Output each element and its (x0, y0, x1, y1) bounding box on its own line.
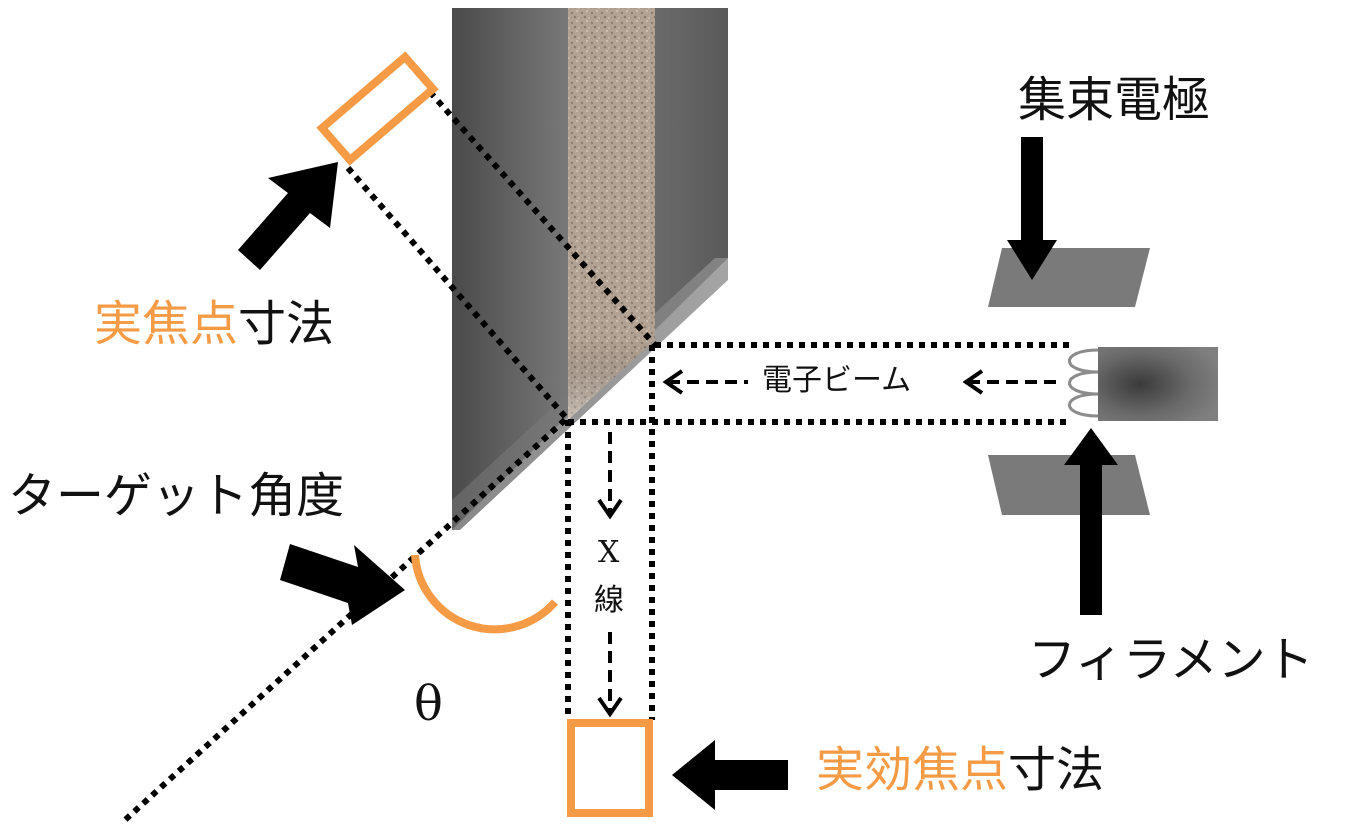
focusing-electrode-top (988, 248, 1150, 307)
electron-beam-arrows (662, 369, 1058, 395)
filament-arrow (1064, 428, 1118, 615)
focusing-electrode-bottom (988, 455, 1150, 515)
theta-label: θ (414, 676, 443, 732)
actual-focus-line-upper (427, 90, 658, 347)
beam-arrowhead-right (962, 369, 984, 395)
effective-focus-arrow (672, 740, 788, 810)
actual-focus-line-lower (345, 166, 571, 422)
focusing-electrode-arrow (1007, 137, 1057, 280)
xray-arrowhead-upper (597, 498, 623, 520)
target-angle-arrow (280, 544, 405, 625)
filament-coil (1068, 348, 1099, 418)
target-angle-arc (411, 554, 559, 634)
beam-arrowhead-left (662, 369, 684, 395)
xray-arrowhead-lower (597, 696, 623, 718)
actual-focal-spot-highlight: 実焦点 (94, 296, 239, 352)
effective-focal-spot-rest: 寸法 (1008, 742, 1105, 798)
effective-focal-spot-label: 実効焦点寸法 (816, 746, 1104, 794)
focusing-electrode-label: 集束電極 (1018, 72, 1211, 128)
target-angle-label: ターゲット角度 (8, 468, 345, 524)
target-surface-line (122, 417, 568, 823)
xray-line-label: 線 (594, 583, 624, 618)
anode (452, 8, 728, 530)
xray-x-label: X (598, 535, 620, 570)
effective-focal-spot-rect (567, 719, 653, 817)
focal-spot-shapes (316, 51, 653, 817)
actual-focal-spot-label: 実焦点寸法 (94, 300, 334, 348)
actual-focal-spot-rect (316, 51, 439, 166)
filament-label: フィラメント (1028, 632, 1314, 688)
pointer-arrows (238, 137, 1118, 810)
actual-focal-spot-rest: 寸法 (238, 296, 335, 352)
projection-lines (122, 90, 1070, 823)
filament-housing (1098, 347, 1218, 421)
actual-focus-arrow (238, 162, 338, 270)
filament (1068, 347, 1218, 421)
xray-arrows (597, 432, 623, 718)
effective-focal-spot-highlight: 実効焦点 (816, 742, 1009, 798)
electron-beam-label: 電子ビーム (758, 366, 916, 396)
